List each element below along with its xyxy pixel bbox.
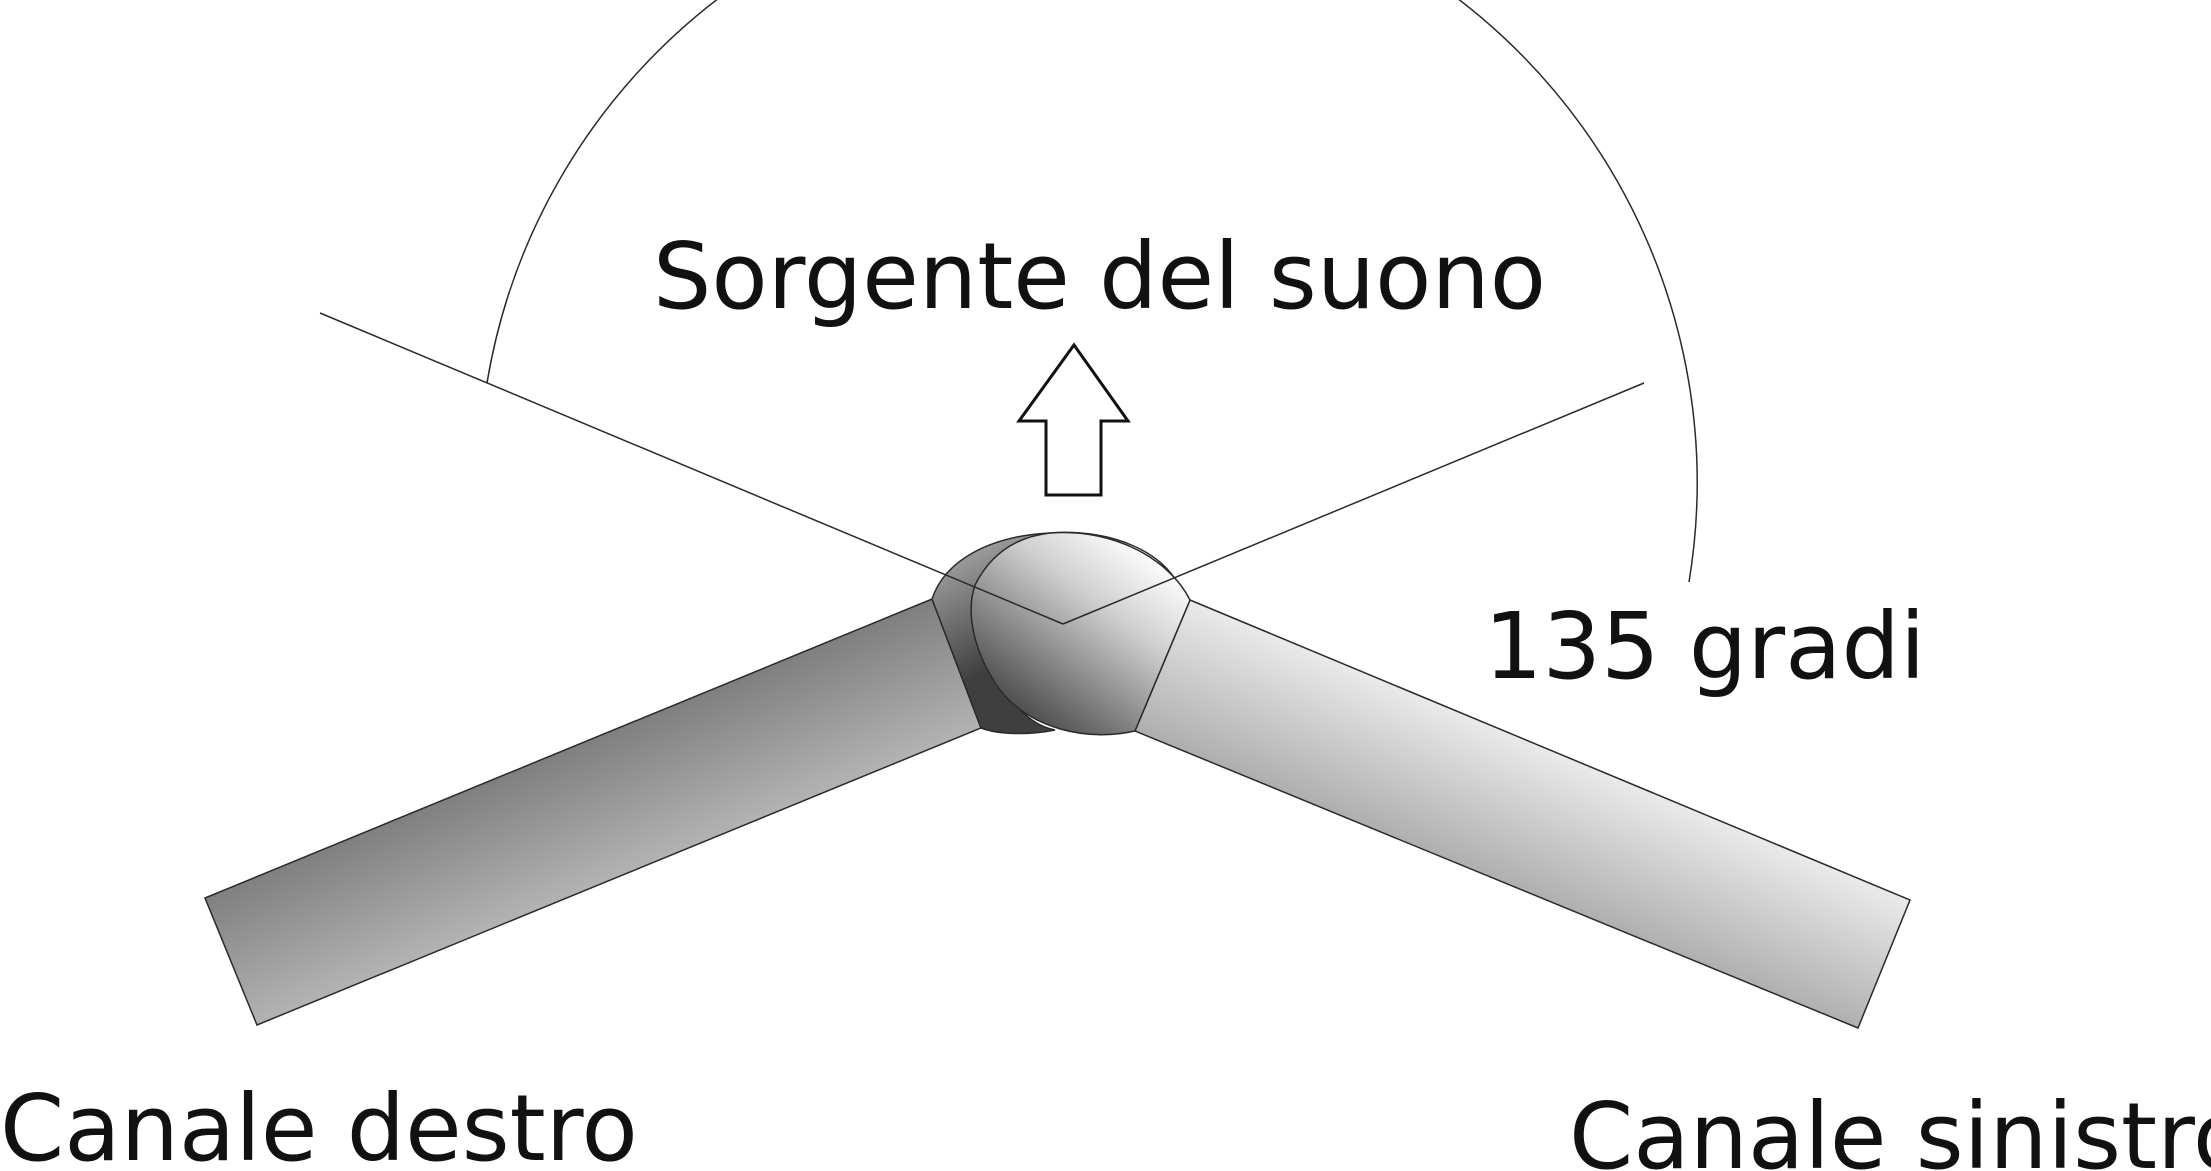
right-channel-tube (204, 598, 982, 1026)
arrow-up-icon (1016, 342, 1131, 497)
right-channel-label: Canale destro (0, 1075, 638, 1171)
capsule-front (970, 531, 1191, 736)
angle-arc (486, 0, 1698, 583)
left-channel-label: Canale sinistro (1569, 1083, 2211, 1171)
sound-source-label: Sorgente del suono (653, 223, 1546, 330)
angle-label: 135 gradi (1484, 593, 1925, 700)
left-channel-axis-line (1062, 382, 1645, 625)
right-channel-axis-line (319, 312, 1064, 625)
